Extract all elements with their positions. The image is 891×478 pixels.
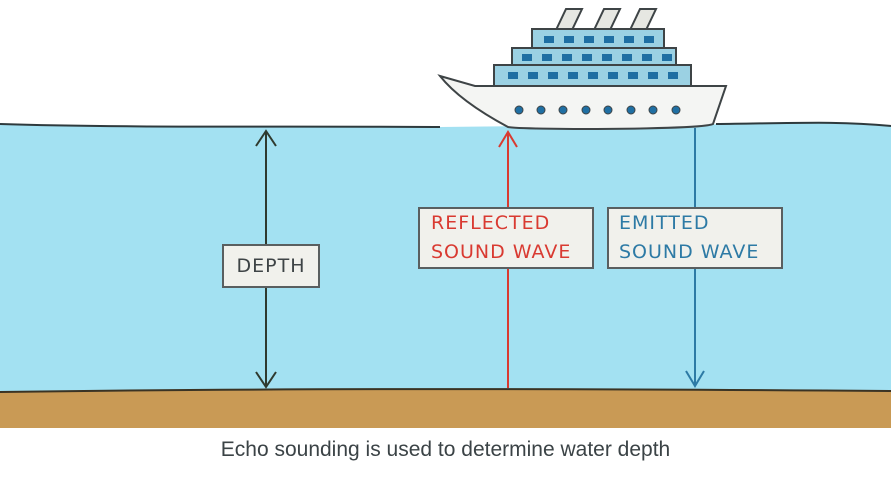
ship-portholes [514, 105, 681, 115]
emitted-label-line-2: SOUND WAVE [619, 241, 760, 263]
reflected-label-line-1: REFLECTED [431, 212, 551, 234]
ship-windows [508, 36, 678, 79]
ship-funnel-1 [554, 8, 584, 31]
figure-caption: Echo sounding is used to determine water… [220, 438, 671, 461]
seabed-line [0, 388, 891, 393]
ship [437, 8, 728, 130]
ship-funnel-2 [592, 8, 622, 31]
ship-hull [437, 74, 728, 130]
emitted-sound-wave-label-box: EMITTED SOUND WAVE [607, 207, 783, 269]
depth-label-box: DEPTH [222, 244, 320, 288]
reflected-sound-wave-label-box: REFLECTED SOUND WAVE [418, 207, 594, 269]
reflected-label-line-2: SOUND WAVE [431, 241, 572, 263]
ship-funnel-3 [628, 8, 658, 31]
water-surface-line [0, 121, 891, 128]
depth-label: DEPTH [236, 255, 306, 277]
seabed [0, 389, 891, 428]
emitted-label-line-1: EMITTED [619, 212, 710, 234]
